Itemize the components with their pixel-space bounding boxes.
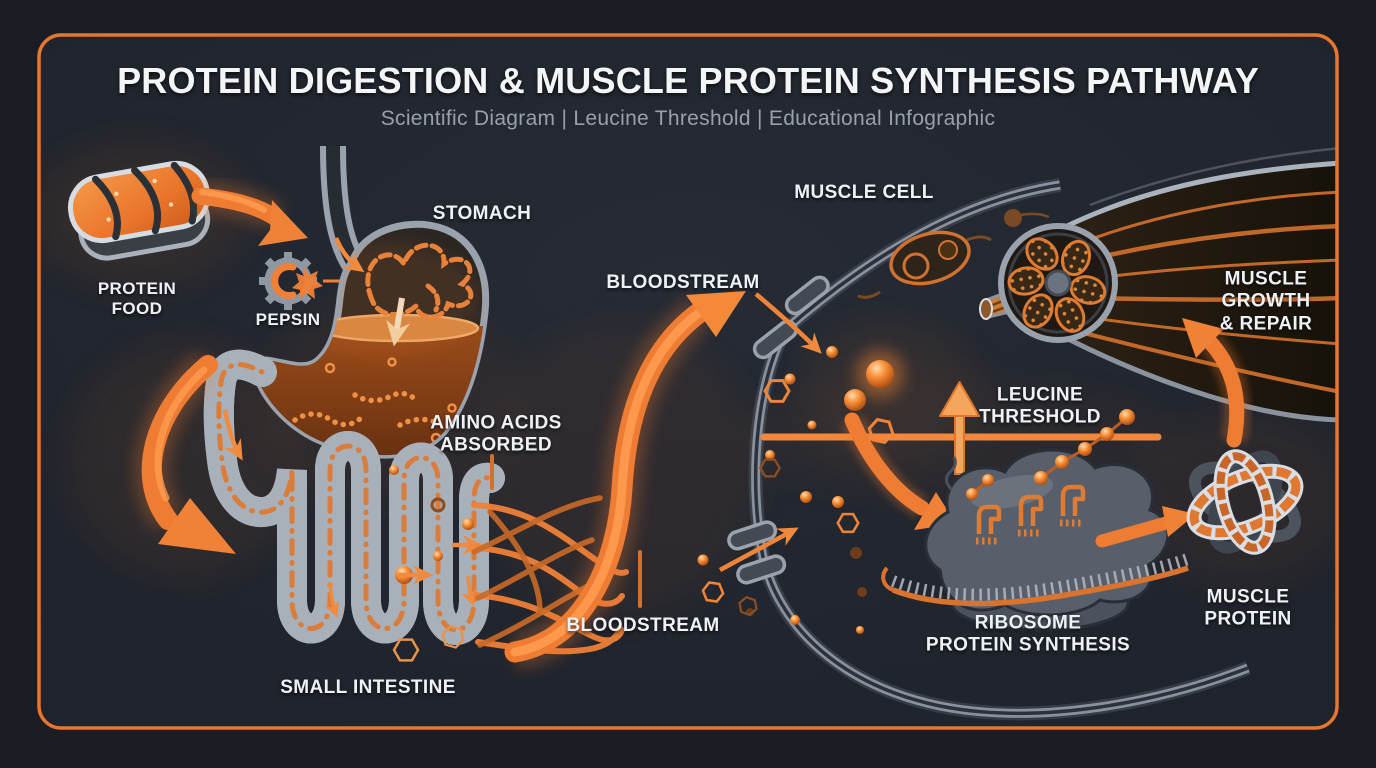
- muscle-growth-arrow: [1182, 318, 1250, 448]
- amino-acid-particles: [697, 346, 904, 634]
- leucine-up-arrow: [939, 381, 980, 475]
- diagram-subtitle: Scientific Diagram | Leucine Threshold |…: [380, 107, 996, 130]
- small-intestine-icon: [219, 365, 505, 662]
- mitochondria-icon: [857, 209, 1050, 299]
- label-bloodstream-top-line1: BLOODSTREAM: [606, 271, 760, 293]
- label-muscle-cell-line1: MUSCLE CELL: [794, 181, 934, 203]
- duodenum-arrow: [222, 409, 243, 461]
- esophagus-arrow: [333, 237, 365, 273]
- label-ribosome-line1: RIBOSOME: [974, 612, 1082, 634]
- label-amino-line1: AMINO ACIDS: [430, 412, 562, 434]
- label-growth-line1: MUSCLE: [1224, 268, 1308, 290]
- label-bloodstream-top: BLOODSTREAM: [606, 272, 759, 294]
- mrna-strand-icon: [881, 553, 1190, 607]
- label-muscle-protein-line2: PROTEIN: [1204, 609, 1292, 630]
- steak-to-stomach-arrow: [191, 181, 308, 246]
- bloodstream-arrow-icon: [504, 291, 746, 670]
- pointer-ticks: [490, 454, 642, 608]
- label-amino-line2: ABSORBED: [440, 435, 552, 456]
- peptide-chain-icon: [966, 409, 1135, 500]
- label-stomach: STOMACH: [433, 203, 532, 225]
- label-ribosome-line2: PROTEIN SYNTHESIS: [925, 635, 1131, 656]
- label-stomach-line1: STOMACH: [432, 202, 532, 224]
- muscle-fiber-icon: [979, 146, 1337, 423]
- label-bloodstream-bottom-line1: BLOODSTREAM: [566, 614, 720, 636]
- pepsin-gear-icon: [259, 252, 350, 310]
- label-protein-food-line1: PROTEIN: [97, 278, 177, 298]
- label-bloodstream-bottom: BLOODSTREAM: [566, 615, 719, 637]
- trna-icon: [976, 484, 1086, 545]
- muscle-cell-membrane: [748, 178, 1251, 721]
- stomach-to-intestine-arrow: [134, 351, 236, 554]
- label-ribosome: RIBOSOME PROTEIN SYNTHESIS: [926, 613, 1130, 658]
- muscle-protein-knot-icon: [1186, 449, 1304, 555]
- label-leucine-threshold: LEUCINE THRESHOLD: [979, 385, 1101, 430]
- label-growth-line2: GROWTH: [1221, 290, 1311, 312]
- label-small-intestine-line1: SMALL INTESTINE: [280, 676, 456, 698]
- label-leucine-line2: THRESHOLD: [979, 407, 1101, 428]
- label-leucine-line1: LEUCINE: [996, 384, 1084, 406]
- stomach-down-arrow: [386, 297, 410, 347]
- label-pepsin-line1: PEPSIN: [255, 309, 321, 329]
- label-pepsin: PEPSIN: [256, 310, 321, 330]
- frame-border: [37, 33, 1339, 730]
- membrane-channel-top-icon: [752, 275, 830, 360]
- label-muscle-growth-repair: MUSCLE GROWTH & REPAIR: [1220, 268, 1313, 335]
- label-muscle-protein: MUSCLE PROTEIN: [1204, 587, 1291, 632]
- label-small-intestine: SMALL INTESTINE: [280, 677, 456, 699]
- label-amino-acids-absorbed: AMINO ACIDS ABSORBED: [430, 413, 561, 458]
- steak-icon: [67, 160, 211, 261]
- label-muscle-protein-line1: MUSCLE: [1206, 586, 1290, 608]
- protein-tangle-icon: [365, 242, 474, 320]
- label-protein-food: PROTEIN FOOD: [98, 279, 176, 319]
- label-protein-food-line2: FOOD: [111, 299, 163, 318]
- label-growth-line3: & REPAIR: [1219, 313, 1313, 335]
- diagram-title: PROTEIN DIGESTION & MUSCLE PROTEIN SYNTH…: [117, 60, 1259, 101]
- label-muscle-cell: MUSCLE CELL: [794, 182, 934, 204]
- ribosome-icon: [881, 409, 1190, 632]
- membrane-channel-bottom-icon: [718, 520, 799, 585]
